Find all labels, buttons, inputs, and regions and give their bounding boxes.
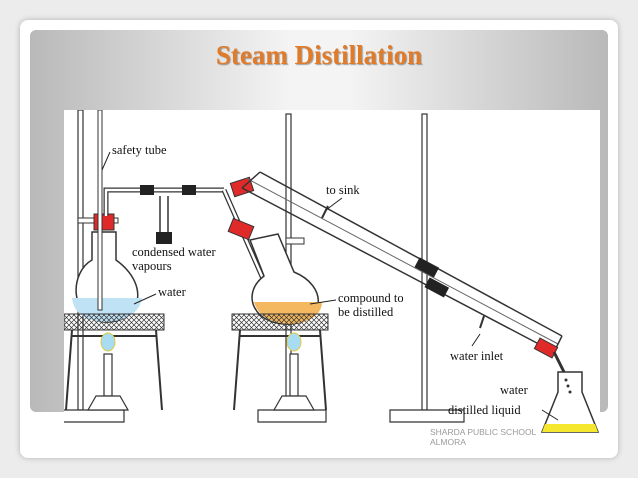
distilled-liquid-pointer (541, 409, 559, 421)
label-water-inlet: water inlet (450, 349, 504, 363)
left-tripod-stand (64, 313, 165, 411)
footer-line-1: SHARDA PUBLIC SCHOOL (430, 427, 537, 437)
slide-title: Steam Distillation (215, 40, 423, 70)
water-left-pointer (133, 293, 157, 305)
label-vapours: vapours (132, 259, 172, 273)
distillation-flask (227, 176, 322, 325)
label-water-left: water (158, 285, 187, 299)
label-distilled-liquid: distilled liquid (448, 403, 521, 417)
middle-tripod-stand (231, 313, 329, 411)
label-be-distilled: be distilled (338, 305, 394, 319)
label-compound-to: compound to (338, 291, 404, 305)
steam-distillation-diagram: safety tube condensed water vapours wate… (64, 110, 600, 440)
water-inlet-pointer (471, 333, 481, 347)
safety-tube-pointer (101, 151, 111, 171)
left-bunsen-burner (86, 332, 130, 411)
footer-line-2: ALMORA (430, 437, 466, 447)
condensed-water-trap (156, 196, 172, 244)
footer-school-name: SHARDA PUBLIC SCHOOL ALMORA (430, 427, 600, 447)
compound-pointer (309, 299, 337, 305)
label-water-right: water (500, 383, 529, 397)
label-safety-tube: safety tube (112, 143, 167, 157)
middle-bunsen-burner (272, 332, 316, 411)
to-sink-arrow (325, 197, 343, 211)
liebig-condenser (241, 171, 566, 373)
label-to-sink: to sink (326, 183, 360, 197)
label-condensed-water: condensed water (132, 245, 216, 259)
receiving-conical-flask (540, 371, 600, 433)
